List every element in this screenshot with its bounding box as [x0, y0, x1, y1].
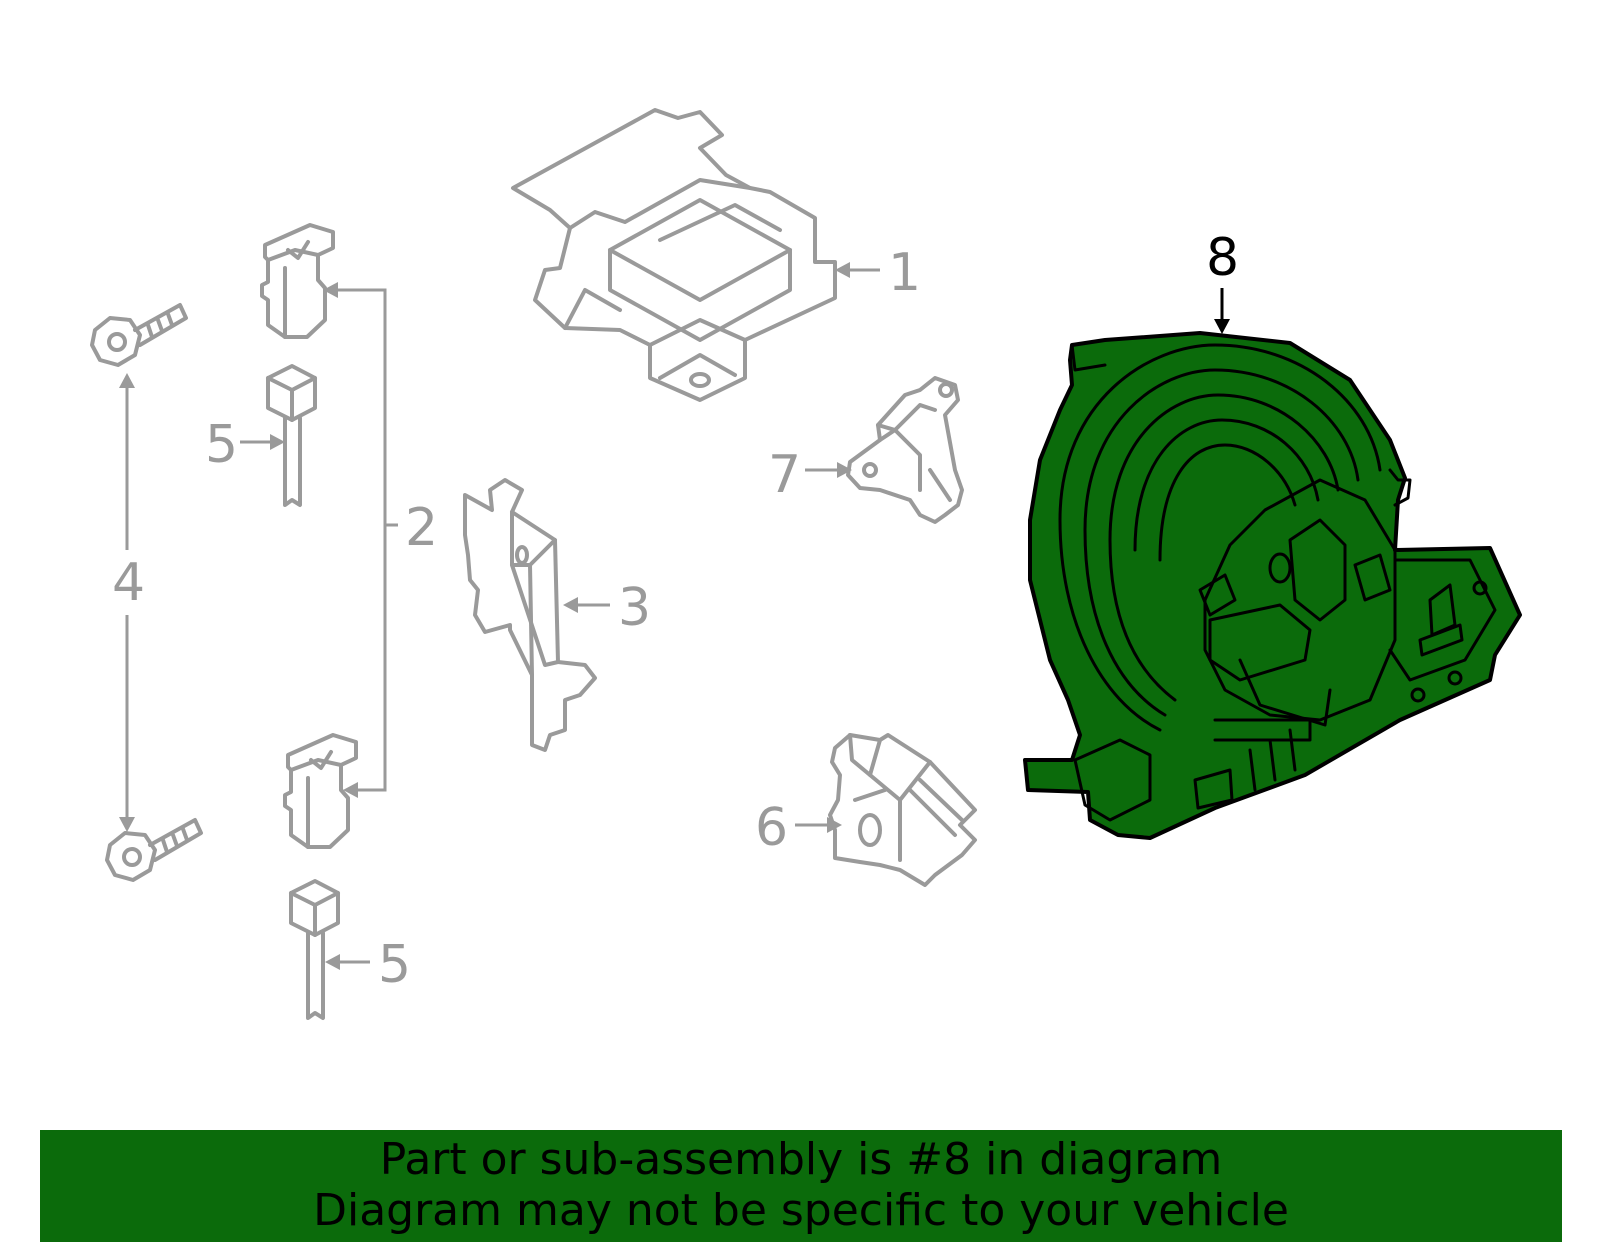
bracket-2 [335, 288, 387, 792]
callout-8[interactable]: 8 [1206, 228, 1239, 288]
banner-line-2: Diagram may not be specific to your vehi… [313, 1185, 1289, 1236]
part-4-bolt-upper[interactable] [90, 303, 188, 367]
callout-1[interactable]: 1 [888, 243, 921, 303]
arrow-head-2a [323, 282, 338, 298]
arrow-head-4b [119, 817, 135, 832]
arrow-head-5b [325, 954, 340, 970]
arrow-head-8 [1214, 319, 1230, 334]
part-5-sensor-upper[interactable] [266, 364, 317, 507]
arrow-head-6 [827, 817, 842, 833]
part-2-connector-upper[interactable] [260, 223, 335, 339]
part-3-bracket[interactable] [463, 478, 597, 752]
arrow-head-1 [835, 262, 850, 278]
callout-6[interactable]: 6 [755, 798, 788, 858]
part-2-connector-lower[interactable] [283, 733, 358, 849]
arrow-head-5a [270, 434, 285, 450]
arrow-head-2b [343, 782, 358, 798]
arrow-head-3 [563, 597, 578, 613]
callout-5-upper[interactable]: 5 [205, 415, 238, 475]
part-6-sensor[interactable] [828, 733, 977, 887]
part-8-clockspring[interactable] [1023, 331, 1522, 840]
info-banner: Part or sub-assembly is #8 in diagram Di… [40, 1130, 1562, 1242]
part-1-control-module[interactable] [511, 108, 837, 402]
part-5-sensor-lower[interactable] [289, 879, 340, 1020]
callout-2[interactable]: 2 [405, 498, 438, 558]
callout-5-lower[interactable]: 5 [378, 935, 411, 995]
callout-4[interactable]: 4 [112, 553, 145, 613]
arrow-head-4a [119, 373, 135, 388]
part-4-bolt-lower[interactable] [105, 818, 203, 882]
callout-7[interactable]: 7 [768, 445, 801, 505]
part-7-sensor[interactable] [846, 376, 964, 524]
callout-3[interactable]: 3 [618, 578, 651, 638]
banner-line-1: Part or sub-assembly is #8 in diagram [379, 1134, 1223, 1185]
arrow-head-7 [837, 462, 852, 478]
